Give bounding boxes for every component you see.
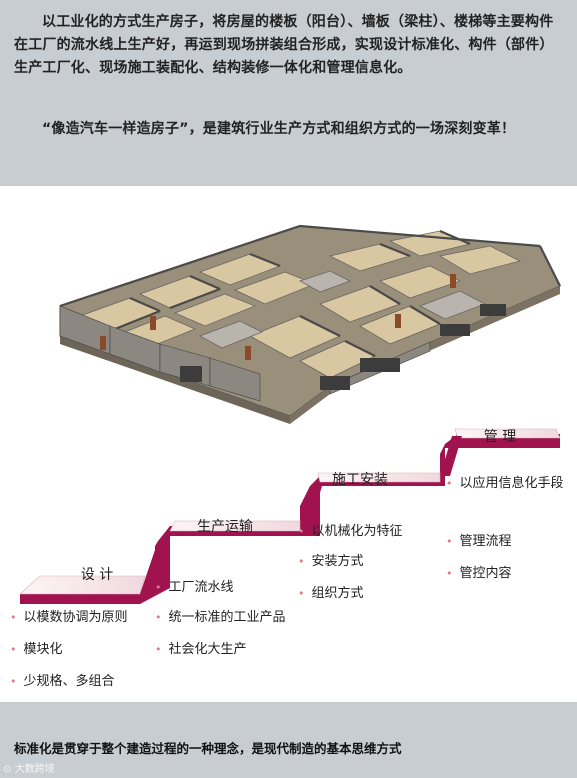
production-item: •社会化大生产 [155, 642, 247, 657]
summary-text: 标准化是贯穿于整个建造过程的一种理念，是现代制造的基本思维方式 [14, 741, 402, 756]
design-item: •以模数协调为原则 [10, 610, 128, 625]
stage-label-design: 设 计 [80, 567, 114, 583]
stage-label-construction: 施工安装 [332, 472, 388, 488]
production-item: •统一标准的工业产品 [155, 610, 286, 625]
construction-item: •安装方式 [298, 554, 364, 569]
staircase-treads [19, 428, 561, 595]
stage-label-production: 生产运输 [197, 519, 253, 535]
construction-item: •以机械化为特征 [298, 524, 403, 539]
intro-band: 以工业化的方式生产房子，将房屋的楼板（阳台）、墙板（梁柱）、楼梯等主要构件在工厂… [0, 0, 577, 186]
building-floor-plan-illustration [59, 224, 561, 424]
management-item: •管理流程 [446, 534, 512, 549]
management-item: •管控内容 [446, 566, 512, 581]
intro-paragraph-1: 以工业化的方式生产房子，将房屋的楼板（阳台）、墙板（梁柱）、楼梯等主要构件在工厂… [14, 14, 554, 76]
design-item: •少规格、多组合 [10, 674, 115, 689]
stage-label-management: 管 理 [483, 429, 517, 445]
intro-paragraph-2: “像造汽车一样造房子”，是建筑行业生产方式和组织方式的一场深刻变革！ [42, 121, 516, 137]
management-item: •以应用信息化手段 [446, 476, 564, 491]
construction-item: •组织方式 [298, 586, 364, 601]
watermark-logo-icon: ⊙ [3, 764, 12, 775]
watermark: ⊙ 大数跨境 [3, 764, 55, 775]
production-item: •工厂流水线 [155, 580, 234, 595]
summary-band: 标准化是贯穿于整个建造过程的一种理念，是现代制造的基本思维方式 ⊙ 大数跨境 [0, 702, 577, 778]
illustration-area: 设 计 生产运输 施工安装 管 理 •以模数协调为原则 •模块化 •少规格、多组… [0, 186, 577, 702]
design-item: •模块化 [10, 642, 63, 657]
process-staircase-diagram [19, 428, 561, 604]
